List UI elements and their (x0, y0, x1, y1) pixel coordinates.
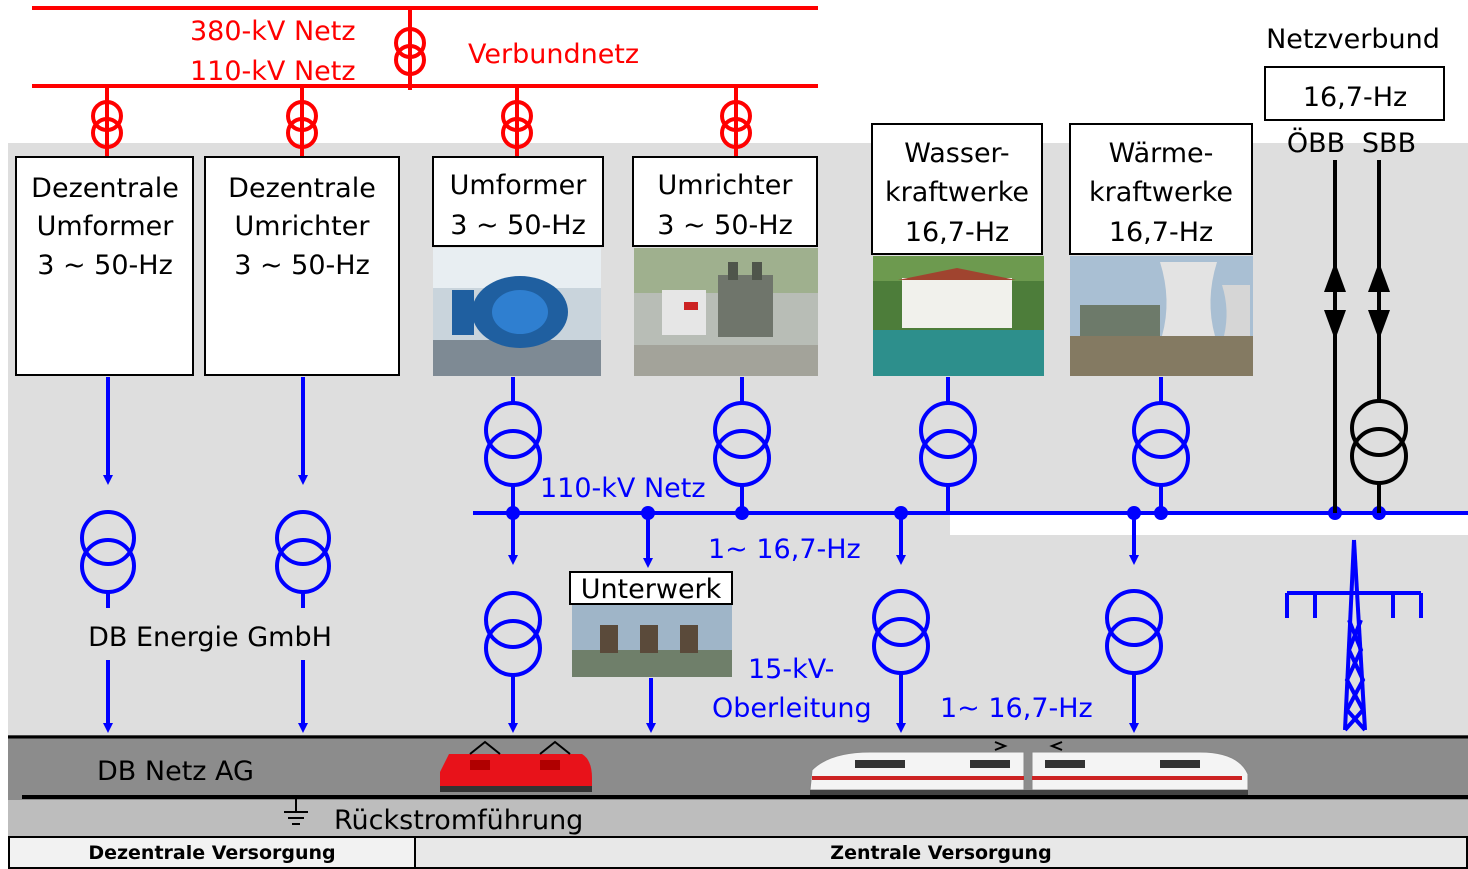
footer-left-label: Dezentrale Versorgung (88, 842, 335, 864)
box-waerme-line2: kraftwerke (1089, 177, 1233, 208)
box-dez-umrichter-line3: 3 ~ 50-Hz (234, 250, 370, 281)
photo-wasserkraftwerk (873, 256, 1044, 376)
photo-unterwerk (572, 605, 732, 677)
label-110kv-netz: 110-kV Netz (540, 473, 706, 504)
return-strip (8, 800, 1468, 836)
footer-zentrale-versorgung: Zentrale Versorgung (414, 836, 1468, 869)
label-oberleitung-line2: Oberleitung (712, 693, 872, 724)
label-frequency-2: 1~ 16,7-Hz (940, 693, 1093, 724)
photo-umrichter (634, 248, 818, 376)
box-dez-umformer-line3: 3 ~ 50-Hz (37, 250, 173, 281)
box-umformer-line1: Umformer (450, 170, 588, 201)
red-grid (32, 8, 818, 157)
box-waerme-line3: 16,7-Hz (1109, 217, 1213, 248)
white-corner (950, 513, 1468, 535)
box-dez-umformer-line1: Dezentrale (31, 173, 179, 204)
footer-dezentrale-versorgung: Dezentrale Versorgung (8, 836, 416, 869)
label-sbb: SBB (1362, 128, 1416, 159)
box-umrichter-line1: Umrichter (658, 170, 794, 201)
label-db-netz: DB Netz AG (97, 756, 254, 787)
label-frequency-1: 1~ 16,7-Hz (708, 534, 861, 565)
label-380kv: 380-kV Netz (190, 16, 356, 47)
label-oebb: ÖBB (1287, 127, 1345, 159)
label-rueckstromfuehrung: Rückstromführung (334, 805, 583, 836)
box-wasser-line3: 16,7-Hz (905, 217, 1009, 248)
box-umrichter-line2: 3 ~ 50-Hz (657, 210, 793, 241)
box-waerme-line1: Wärme- (1109, 138, 1214, 169)
label-oberleitung-line1: 15-kV- (748, 654, 834, 685)
unterwerk-label: Unterwerk (581, 574, 722, 605)
box-umformer-line2: 3 ~ 50-Hz (450, 210, 586, 241)
label-netzverbund: Netzverbund (1266, 24, 1440, 55)
photo-waermekraftwerk (1070, 256, 1253, 376)
label-db-energie: DB Energie GmbH (88, 622, 332, 653)
box-wasser-line1: Wasser- (904, 138, 1009, 169)
footer-right-label: Zentrale Versorgung (830, 842, 1051, 864)
photo-umformer (433, 248, 601, 376)
label-verbundnetz: Verbundnetz (468, 39, 639, 70)
box-dez-umrichter-line2: Umrichter (235, 211, 371, 242)
netzverbund-box-label: 16,7-Hz (1303, 82, 1407, 113)
label-110kv-red: 110-kV Netz (190, 56, 356, 87)
box-wasser-line2: kraftwerke (885, 177, 1029, 208)
box-dez-umformer-line2: Umformer (37, 211, 175, 242)
box-dez-umrichter-line1: Dezentrale (228, 173, 376, 204)
